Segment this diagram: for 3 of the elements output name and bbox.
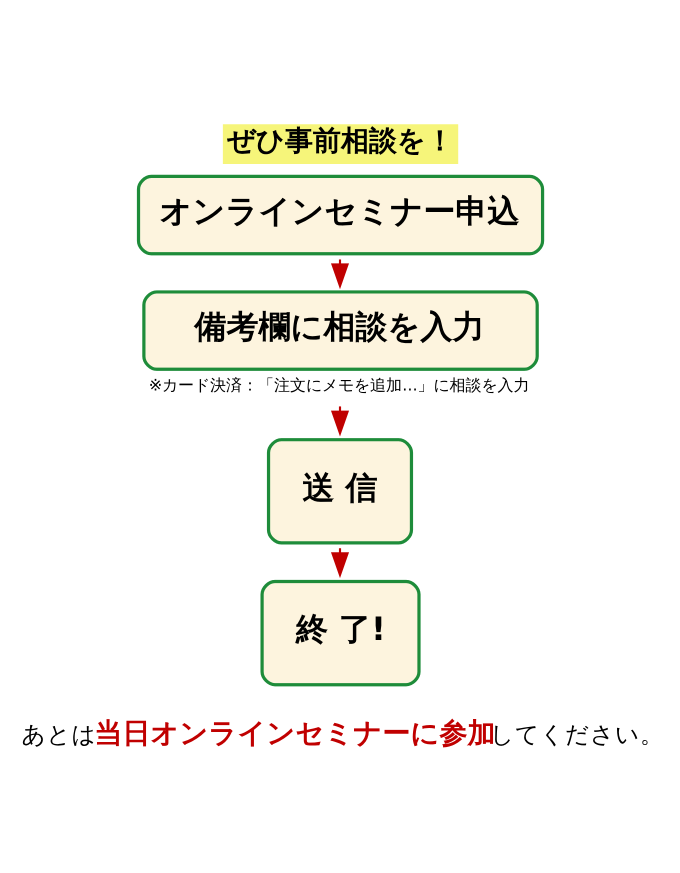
- node-label: ※カード決済：「注文にメモを追加...」に相談を入力: [148, 374, 530, 394]
- diagram-title: ぜひ事前相談を！: [227, 123, 454, 156]
- caption: あとは当日オンラインセミナーに参加してください。: [21, 716, 664, 750]
